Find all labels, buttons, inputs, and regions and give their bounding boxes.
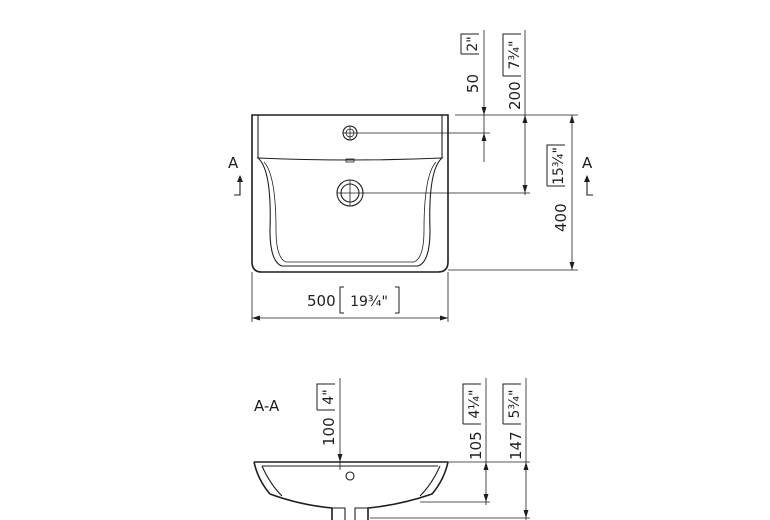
bowl-inner-contour <box>263 161 437 263</box>
dim-100-bracket: 4" <box>316 383 337 411</box>
section-profile <box>253 461 449 520</box>
svg-text:7¾": 7¾" <box>507 41 523 70</box>
dim-500-bracket: 19¾" <box>339 286 400 314</box>
dim-400-label: 400 <box>552 203 570 232</box>
svg-text:50: 50 <box>464 74 482 93</box>
overflow-slot <box>345 158 355 163</box>
dim-50-bracket: 2" <box>460 33 481 55</box>
svg-text:19¾": 19¾" <box>350 294 388 310</box>
svg-text:400: 400 <box>552 203 570 232</box>
basin-outline <box>251 114 449 273</box>
svg-text:4¼": 4¼" <box>467 390 483 419</box>
dim-500-label: 500 <box>307 292 336 310</box>
dim-200-label: 200 <box>506 81 524 110</box>
bowl-outline <box>256 157 444 267</box>
section-mark-right: A <box>582 154 593 196</box>
basin-top-view <box>251 114 449 273</box>
section-mark-left: A <box>228 154 243 196</box>
basin-section-view <box>253 461 449 520</box>
dim-147-label: 147 <box>507 431 525 460</box>
section-title: A-A <box>254 397 280 415</box>
svg-text:A: A <box>228 154 239 172</box>
svg-text:147: 147 <box>507 431 525 460</box>
svg-text:105: 105 <box>467 431 485 460</box>
dim-200-bracket: 7¾" <box>502 33 523 77</box>
dim-105-label: 105 <box>467 431 485 460</box>
svg-text:A: A <box>582 154 593 172</box>
svg-text:100: 100 <box>320 417 338 446</box>
dim-50-label: 50 <box>464 74 482 93</box>
dim-147-bracket: 5¾" <box>502 383 523 425</box>
svg-text:2": 2" <box>465 36 481 51</box>
svg-text:4": 4" <box>321 389 337 404</box>
svg-text:5¾": 5¾" <box>507 390 523 419</box>
svg-text:15¾": 15¾" <box>551 147 567 185</box>
svg-text:200: 200 <box>506 81 524 110</box>
dim-105-bracket: 4¼" <box>462 383 483 425</box>
section-tap-hole-icon <box>345 471 355 481</box>
dim-100-label: 100 <box>320 417 338 446</box>
dim-tap-waste-bracket: 15¾" <box>546 144 567 187</box>
